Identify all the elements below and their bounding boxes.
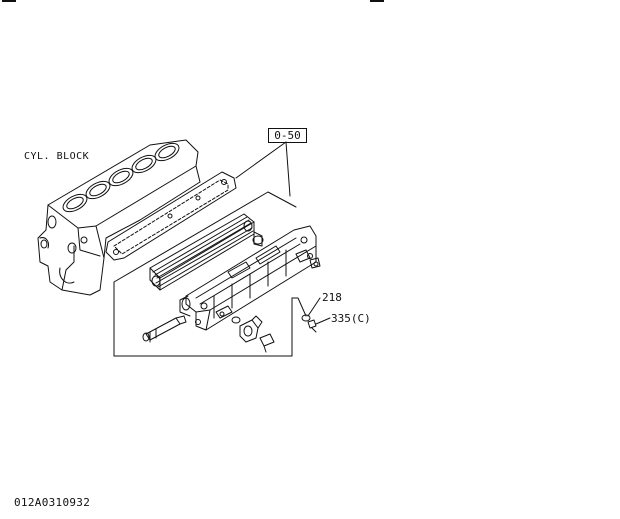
assembly-group-frame xyxy=(113,191,297,357)
gasket-ring xyxy=(252,235,264,245)
top-edge-mark-left xyxy=(2,0,16,2)
reference-box-label: 0-50 xyxy=(268,128,307,143)
cylinder-block-label: CYL. BLOCK xyxy=(24,151,90,162)
top-edge-mark-right xyxy=(370,0,384,2)
part-335-label: 335(C) xyxy=(331,312,371,325)
plug-bolt xyxy=(215,305,233,319)
cylinder-block xyxy=(37,139,201,296)
part-leader-lines xyxy=(291,297,331,325)
reference-leader-lines xyxy=(235,141,291,197)
connector-stud xyxy=(259,333,275,353)
cooler-element xyxy=(149,213,255,291)
union-fitting xyxy=(239,315,263,343)
cylinder-bore-1 xyxy=(62,193,88,213)
oil-cooler-cover xyxy=(179,225,321,331)
oil-cooler-gasket xyxy=(105,171,237,261)
cylinder-bore-4 xyxy=(131,154,157,174)
part-218-label: 218 xyxy=(322,291,342,304)
relief-valve-assembly xyxy=(142,315,187,343)
part-335-bolt xyxy=(307,319,317,333)
cylinder-bore-5 xyxy=(154,142,180,162)
o-ring-small xyxy=(231,316,241,324)
drawing-code: 012A0310932 xyxy=(14,496,91,509)
